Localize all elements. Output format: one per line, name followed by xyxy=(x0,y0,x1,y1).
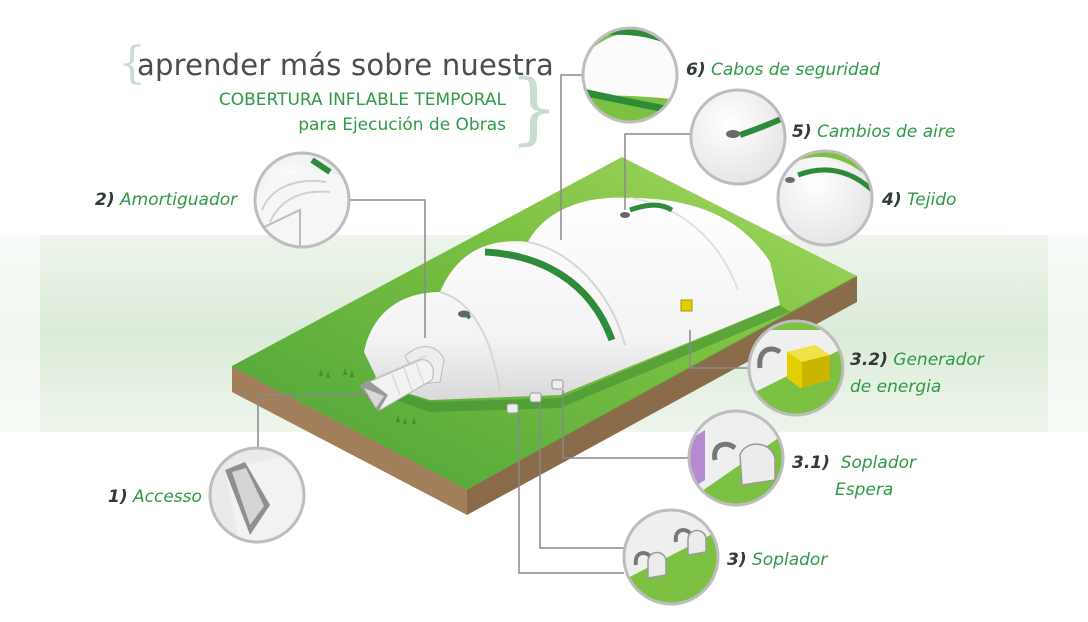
title-line2: COBERTURA INFLABLE TEMPORAL xyxy=(218,90,506,110)
detail-circle-accesso xyxy=(208,446,306,544)
label-accesso: 1) Accesso xyxy=(108,487,202,507)
label-cabos: 6) Cabos de seguridad xyxy=(686,60,881,80)
inflatable-dome xyxy=(364,197,790,412)
label-soplador-espera: 3.1) Soplador xyxy=(792,453,917,473)
detail-circle-cabos xyxy=(581,26,679,124)
detail-circle-soplador-espera xyxy=(687,409,785,507)
air-vent xyxy=(458,310,470,318)
label-amortiguador: 2) Amortiguador xyxy=(95,190,238,210)
generator xyxy=(680,299,693,312)
label-soplador-espera-line2: Espera xyxy=(835,480,894,500)
detail-circle-tejido xyxy=(776,149,874,247)
plants xyxy=(319,368,416,424)
air-vent xyxy=(620,212,630,218)
label-generador-line2: de energia xyxy=(850,377,942,397)
access-tunnel xyxy=(360,346,445,412)
detail-circle-generador xyxy=(747,319,845,417)
title-brace-left: { xyxy=(118,38,146,89)
title-line1: aprender más sobre nuestra xyxy=(137,48,555,82)
label-generador: 3.2) Generador xyxy=(850,350,984,370)
label-cambios: 5) Cambios de aire xyxy=(792,122,956,142)
title-brace-right: } xyxy=(509,64,559,154)
label-tejido: 4) Tejido xyxy=(882,190,957,210)
detail-circle-soplador xyxy=(622,508,720,606)
safety-strap xyxy=(484,248,616,342)
blowers xyxy=(506,379,564,414)
title-line3: para Ejecución de Obras xyxy=(298,115,506,135)
label-soplador: 3) Soplador xyxy=(727,550,828,570)
detail-circle-amortiguador xyxy=(253,151,351,249)
leader-lines xyxy=(257,74,748,574)
detail-circle-cambios xyxy=(689,88,787,186)
